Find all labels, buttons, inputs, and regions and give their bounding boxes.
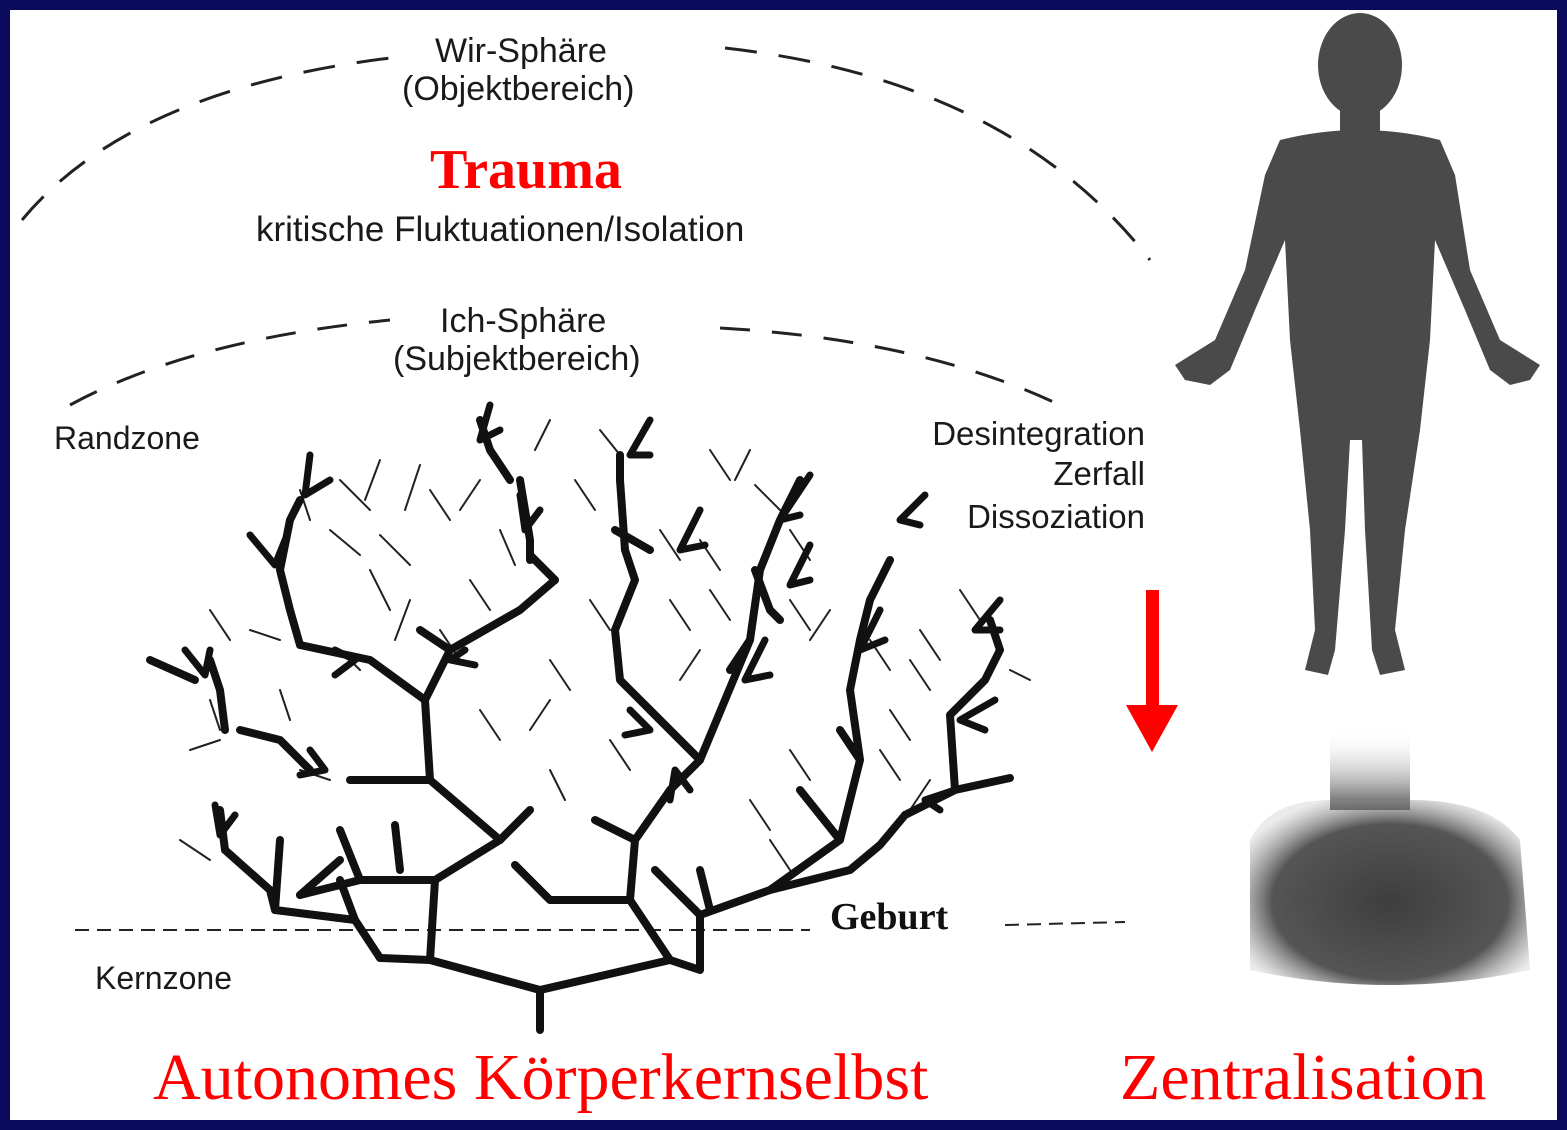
human-body-silhouette — [1175, 13, 1540, 675]
torso-silhouette — [1250, 730, 1530, 985]
subjektbereich-label: (Subjektbereich) — [393, 340, 641, 379]
dissoziation-label: Dissoziation — [967, 498, 1145, 536]
zerfall-label: Zerfall — [1053, 455, 1145, 493]
wir-sphaere-label: Wir-Sphäre — [435, 32, 607, 71]
caption-zentralisation: Zentralisation — [1120, 1040, 1487, 1116]
down-arrow — [1126, 590, 1178, 752]
randzone-label: Randzone — [54, 420, 200, 457]
kritische-label: kritische Fluktuationen/Isolation — [256, 210, 744, 250]
geburt-line-right — [1005, 922, 1125, 925]
inward-arrows — [185, 405, 1000, 835]
objektbereich-label: (Objektbereich) — [402, 70, 634, 109]
caption-autonomes-koerperkernselbst: Autonomes Körperkernselbst — [153, 1040, 928, 1116]
fractal-tree-diagram — [10, 10, 1557, 1120]
geburt-label: Geburt — [830, 895, 948, 939]
slide: Wir-Sphäre (Objektbereich) Trauma kritis… — [10, 10, 1557, 1120]
ich-sphaere-label: Ich-Sphäre — [440, 302, 606, 341]
desintegration-label: Desintegration — [932, 415, 1145, 453]
trauma-label: Trauma — [430, 138, 622, 202]
kernzone-label: Kernzone — [95, 960, 232, 997]
